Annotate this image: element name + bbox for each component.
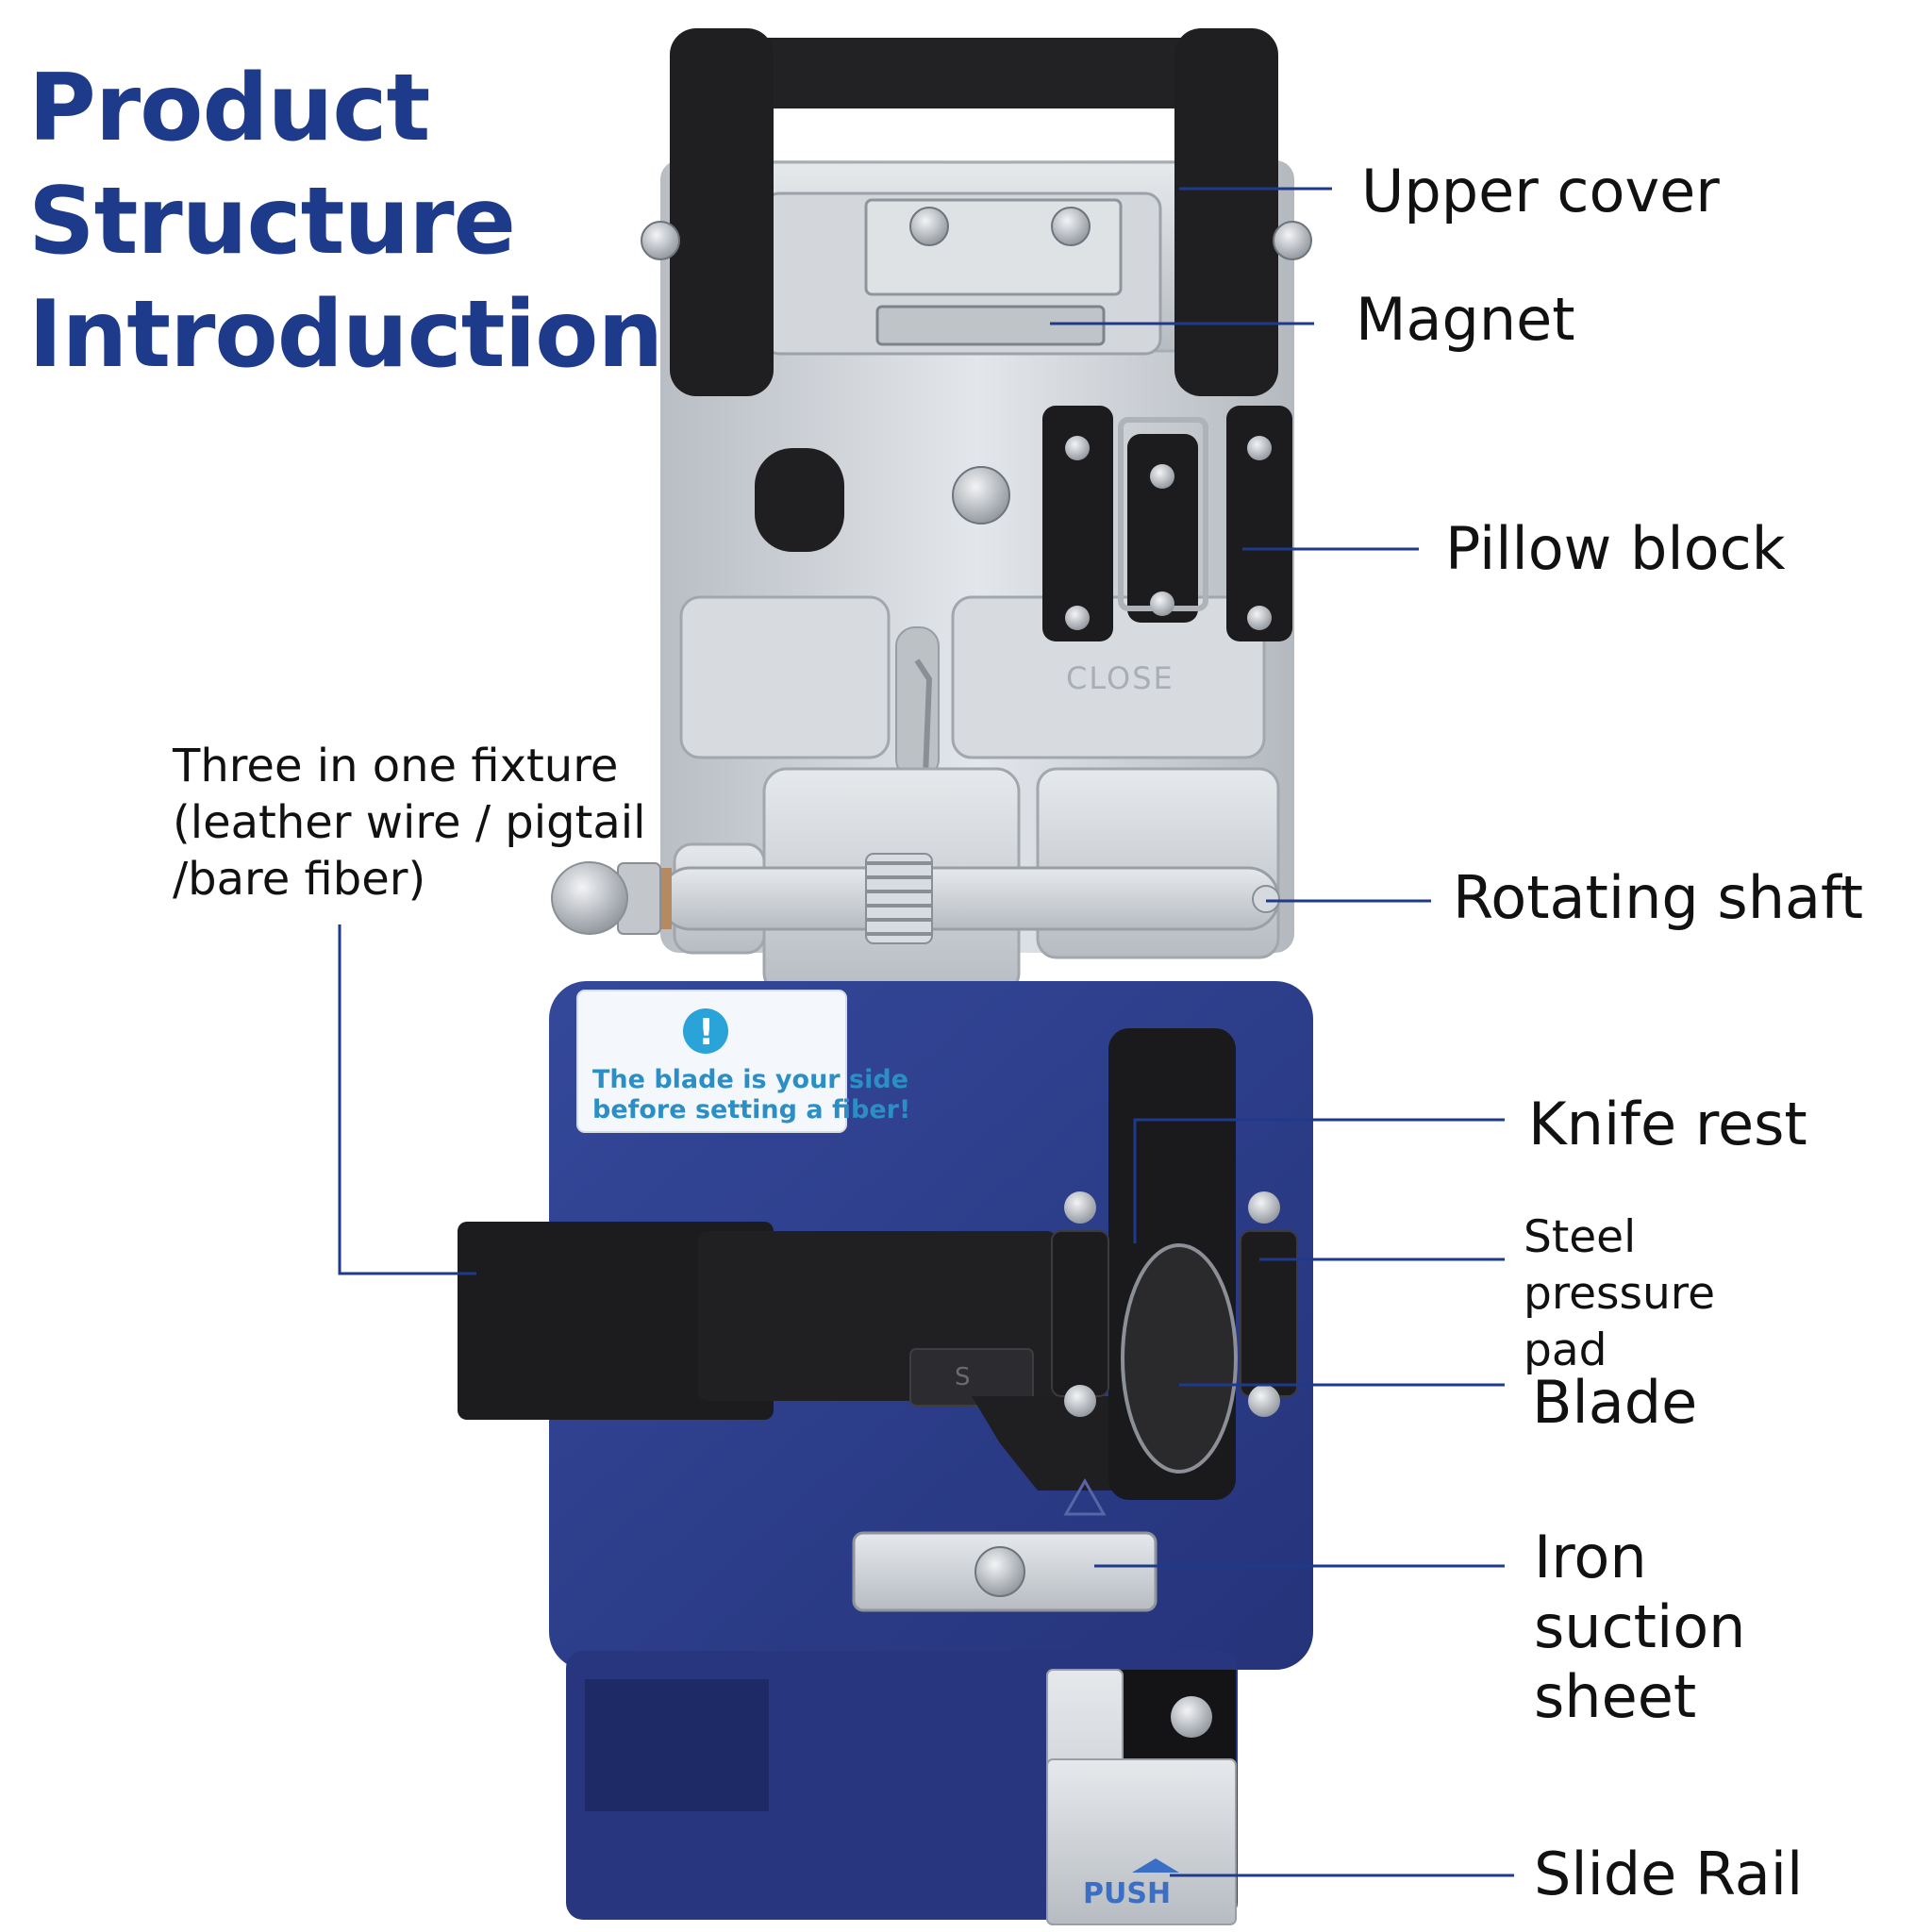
warning-text-line2: before setting a fiber!	[592, 1095, 910, 1124]
steel-pad-left	[1051, 1230, 1109, 1397]
upper-cover-label: Upper cover	[1361, 157, 1720, 225]
iron-suction-label-line1: Iron	[1534, 1523, 1647, 1591]
steel-pad-right	[1240, 1230, 1298, 1397]
rotating-shaft-label: Rotating shaft	[1453, 863, 1864, 932]
bracket-screw-left	[909, 207, 949, 246]
torsion-spring	[865, 853, 933, 944]
handle	[641, 28, 1312, 396]
pillow-block-label: Pillow block	[1445, 514, 1786, 583]
warning-icon	[683, 1008, 728, 1054]
iron-suction-label-line2: suction	[1534, 1592, 1746, 1661]
leader-lines	[338, 187, 1514, 1877]
push-label: PUSH	[1083, 1877, 1171, 1910]
iron-suction-label-line3: sheet	[1534, 1662, 1697, 1731]
close-mark: CLOSE	[1066, 660, 1174, 696]
handle-pivot-right	[1273, 221, 1312, 260]
title-line-1: Product	[28, 55, 430, 162]
sheet-screw	[974, 1546, 1025, 1597]
title-line-3: Introduction	[28, 281, 663, 389]
handle-pivot-left	[641, 221, 680, 260]
pillow-screw-4	[1065, 606, 1090, 630]
leader-knife-rest	[1133, 1118, 1505, 1243]
fixture-label-line3: /bare fiber)	[173, 853, 426, 906]
pillow-screw-3	[1247, 436, 1272, 460]
pillow-right	[1226, 406, 1292, 641]
bracket-screw-right	[1051, 207, 1091, 246]
blade-disc	[1121, 1243, 1238, 1474]
fixture-label-line1: Three in one fixture	[173, 740, 619, 792]
steel-pad-label-line2: pressure	[1524, 1268, 1716, 1320]
magnet-label: Magnet	[1356, 285, 1575, 354]
body-screw	[952, 466, 1010, 525]
steel-pad-label-line1: Steel	[1524, 1211, 1637, 1263]
s-mark: S	[955, 1363, 971, 1391]
fixture-label: Three in one fixture (leather wire / pig…	[173, 738, 645, 908]
pad-screw-2	[1248, 1191, 1280, 1224]
pocket-left	[679, 595, 891, 759]
handle-arm-right	[1174, 28, 1278, 396]
fixture-holder	[458, 1222, 774, 1420]
warning-icon-glyph: !	[698, 1011, 714, 1053]
leader-fixture	[338, 924, 476, 1275]
pillow-left	[1042, 406, 1113, 641]
shaft-end-cap	[1252, 885, 1280, 913]
fixture-tail	[972, 1396, 1132, 1491]
fiber-slot	[895, 626, 940, 779]
pillow-screw-1	[1065, 436, 1090, 460]
pillow-center	[1127, 434, 1198, 623]
page-title: Product Structure Introduction	[28, 52, 663, 391]
title-line-2: Structure	[28, 168, 516, 275]
handle-bar	[717, 38, 1241, 108]
fixture-label-line2: (leather wire / pigtail	[173, 796, 646, 849]
pillow-block	[1042, 406, 1292, 641]
shaft-main	[658, 866, 1280, 931]
pillow-screw-5	[1150, 591, 1174, 616]
steel-pad-label: Steel pressure pad	[1524, 1209, 1715, 1379]
pillow-screw-6	[1247, 606, 1272, 630]
slide-rail-label: Slide Rail	[1534, 1840, 1804, 1908]
rotating-shaft-assembly	[551, 767, 1280, 997]
pad-screw-4	[1248, 1385, 1280, 1417]
handle-arm-left	[670, 28, 774, 396]
warning-text-line1: The blade is your side	[592, 1065, 908, 1094]
fixture-groove	[909, 1348, 1034, 1407]
steel-pad-label-line3: pad	[1524, 1324, 1607, 1376]
pad-screw-1	[1064, 1191, 1096, 1224]
blade-label: Blade	[1532, 1368, 1698, 1437]
knob	[755, 448, 844, 552]
iron-suction-label: Iron suction sheet	[1534, 1523, 1745, 1732]
triangle-mark	[1063, 1477, 1107, 1516]
pillow-screw-2	[1150, 464, 1174, 489]
shaft-bushing	[660, 868, 672, 929]
push-arrow	[1132, 1858, 1179, 1873]
magnet-bar	[875, 305, 1106, 346]
warning-sticker	[576, 990, 847, 1133]
pad-screw-3	[1064, 1385, 1096, 1417]
slide-rail-head	[1046, 1758, 1237, 1925]
base-front-notch	[585, 1679, 769, 1811]
acorn-cap	[551, 861, 628, 935]
rail-screw	[1171, 1696, 1212, 1738]
blue-base: ! The blade is your side before setting …	[458, 981, 1313, 1925]
knife-rest-label: Knife rest	[1528, 1090, 1807, 1158]
